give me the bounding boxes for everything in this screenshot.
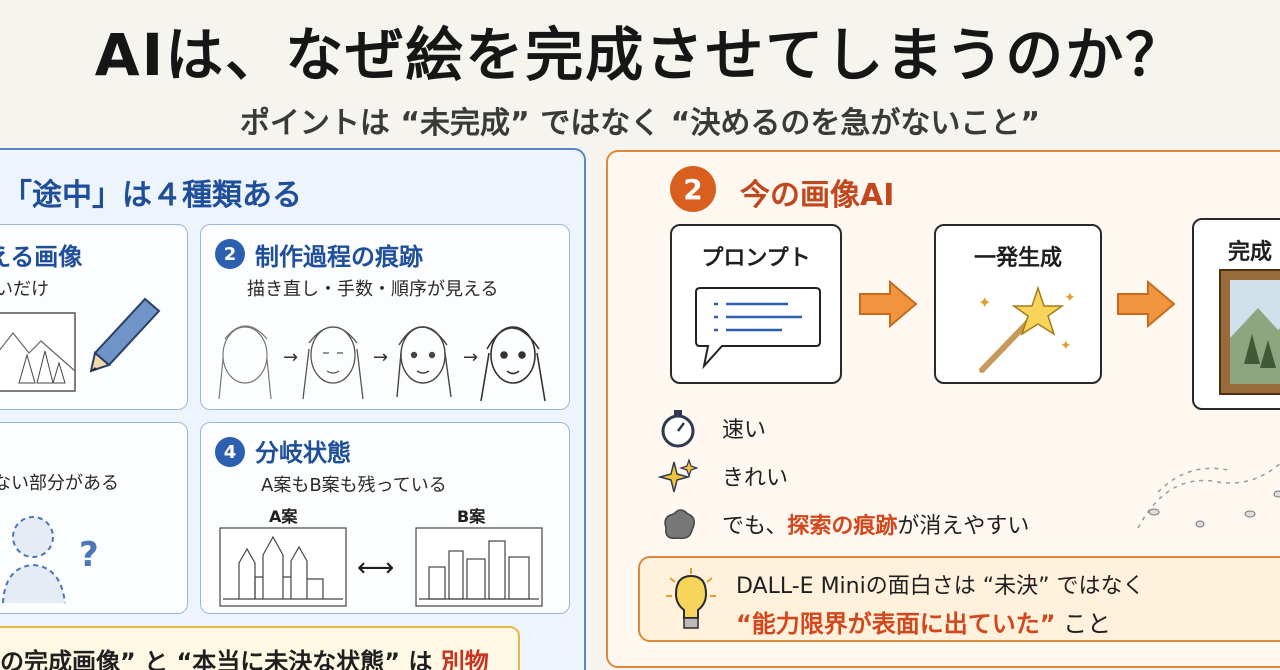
insight-line-2: “能力限界が表面に出ていた” こと [736, 604, 1111, 639]
insight-box: DALL-E Miniの面白さは “未決” ではなく “能力限界が表面に出ていた… [638, 556, 1280, 642]
feature-trace-pre: でも、 [722, 514, 788, 539]
main-title: AIは、なぜ絵を完成させてしまうのか？ [94, 21, 1186, 89]
sparkle-icon [658, 458, 698, 493]
arrow-right-icon-1 [859, 279, 918, 329]
svg-text:✦: ✦ [978, 293, 991, 312]
speech-bubble-icon [695, 287, 821, 370]
pencil-icon [89, 297, 161, 373]
right-number-badge: 2 [670, 166, 716, 212]
magic-wand-icon: ✦ ✦ ✦ [978, 285, 1076, 373]
right-heading: 今の画像AI [740, 178, 895, 213]
smudge-icon [664, 509, 695, 540]
card4-sub: A案もB案も残っている [261, 475, 447, 496]
plan-a-label: A案 [269, 507, 298, 526]
svg-text:→: → [283, 347, 298, 368]
person-silhouette-icon [2, 516, 66, 604]
feature-speed-text: 速い [722, 418, 767, 443]
card2-title: 制作過程の痕跡 [255, 243, 423, 271]
card2-sub: 描き直し・手数・順序が見える [247, 279, 499, 300]
feature-trace-post: が消えやすい [897, 514, 1030, 539]
card-undecided-parts: ない部分がある ? [0, 422, 188, 614]
subtitle: ポイントは “未完成” ではなく “決めるのを急がないこと” [239, 106, 1041, 141]
flow-label-prompt: プロンプト [701, 246, 811, 271]
stopwatch-icon [661, 410, 695, 448]
face-progression-sketch: → → → [218, 325, 546, 402]
compare-arrow: ⟷ [357, 553, 395, 583]
flow-label-complete: 完成 [1228, 240, 1273, 265]
plan-b-label: B案 [457, 507, 486, 526]
bottom-note-emphasis: 別物 [440, 648, 489, 670]
dispersing-trace-sketch [1137, 462, 1280, 529]
card-branch-state: 4 分岐状態 A案もB案も残っている A案 B案 ⟷ [200, 422, 570, 614]
lightbulb-icon [666, 568, 716, 629]
card-process-trace: 2 制作過程の痕跡 描き直し・手数・順序が見える → → → [200, 224, 570, 410]
city-sketch [415, 527, 543, 607]
castle-sketch [219, 527, 347, 607]
feature-pretty-text: きれい [722, 466, 789, 491]
right-panel: 2 今の画像AI プロンプト 一発生成 ✦ ✦ ✦ 完成 [606, 150, 1280, 668]
landscape-sketch-icon [0, 312, 76, 392]
framed-landscape-icon [1219, 269, 1280, 395]
flow-label-one-shot: 一発生成 [973, 246, 1062, 271]
svg-text:✦: ✦ [1064, 290, 1076, 306]
insight-line-2-emphasis: “能力限界が表面に出ていた” [736, 610, 1056, 638]
left-panel: 「途中」は４種類ある える画像 いだけ 2 制作過程の痕跡 描き直し・手数・順序… [0, 148, 586, 670]
insight-line-1: DALL-E Miniの面白さは “未決” ではなく [736, 574, 1145, 599]
flow-box-complete: 完成 [1192, 218, 1280, 410]
left-heading: 「途中」は４種類ある [2, 178, 302, 213]
bottom-note: の完成画像” と “本当に未決な状態” は 別物 [0, 626, 520, 670]
bottom-note-text: の完成画像” と “本当に未決な状態” は [0, 648, 441, 670]
arrow-right-icon-2 [1117, 279, 1176, 329]
card3-sub: ない部分がある [0, 473, 119, 494]
insight-line-2-post: こと [1055, 610, 1112, 638]
question-mark: ? [79, 535, 99, 575]
svg-text:→: → [373, 347, 388, 368]
card-finished-image: える画像 いだけ [0, 224, 188, 410]
card4-title: 分岐状態 [255, 439, 351, 467]
flow-box-prompt: プロンプト [670, 224, 842, 384]
svg-text:→: → [463, 347, 478, 368]
card2-number-badge: 2 [215, 239, 245, 269]
flow-box-one-shot: 一発生成 ✦ ✦ ✦ [934, 224, 1102, 384]
svg-text:✦: ✦ [1060, 338, 1072, 354]
card1-sub: いだけ [0, 279, 49, 300]
feature-trace-emphasis: 探索の痕跡 [787, 514, 898, 539]
card4-number-badge: 4 [215, 437, 245, 467]
card1-title: える画像 [0, 243, 83, 271]
